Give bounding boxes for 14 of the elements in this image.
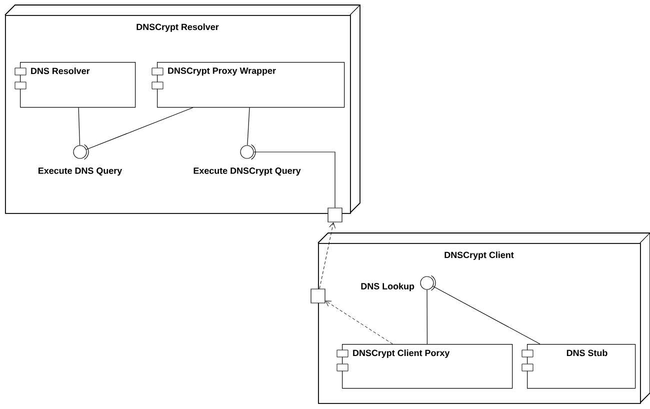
port-square <box>328 208 342 222</box>
port-square <box>310 288 326 304</box>
connector-line <box>254 152 336 208</box>
component-box: DNS Resolver <box>14 62 136 108</box>
connector-line <box>247 107 250 146</box>
dependency-arrow <box>319 222 336 289</box>
dependency-arrow <box>325 300 393 344</box>
connector-line <box>426 290 428 344</box>
component-box: DNSCrypt Client Porxy <box>336 344 513 389</box>
component-box: DNS Stub <box>522 344 636 389</box>
connector-line <box>432 286 540 344</box>
component-box: DNSCrypt Proxy Wrapper <box>152 62 345 108</box>
connector-line <box>78 107 80 146</box>
connector-line <box>86 107 194 150</box>
